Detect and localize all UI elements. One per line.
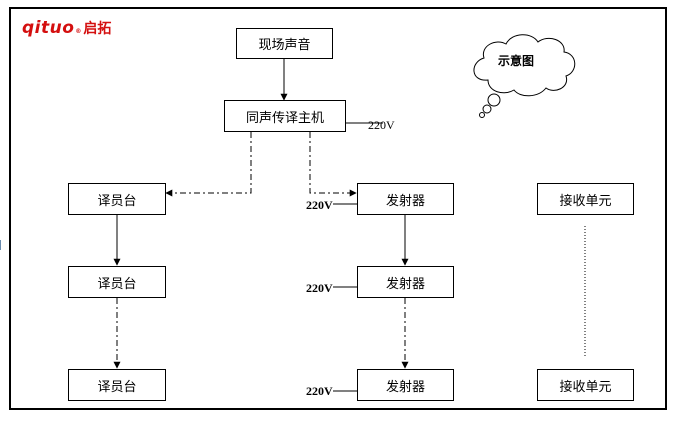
logo-text-en: qituo: [22, 18, 75, 38]
transmitter-3-power-label: 220V: [306, 384, 333, 398]
node-transmitter-3: 发射器: [357, 369, 454, 401]
host-power-label: 220V: [368, 118, 395, 132]
node-receiver-2: 接收单元: [537, 369, 634, 401]
node-interpreter-3: 译员台: [68, 369, 166, 401]
cloud-label: 示意图: [498, 54, 535, 68]
qituo-logo: qituo ® 启拓: [22, 18, 111, 38]
node-receiver-1: 接收单元: [537, 183, 634, 215]
node-host: 同声传译主机: [224, 100, 346, 132]
node-transmitter-1: 发射器: [357, 183, 454, 215]
transmitter-1-power-label: 220V: [306, 198, 333, 212]
node-transmitter-2: 发射器: [357, 266, 454, 298]
node-source: 现场声音: [236, 28, 333, 59]
edge-marker: [0, 240, 4, 250]
logo-text-cn: 启拓: [83, 21, 112, 37]
link-host-transmitter-1: [309, 132, 357, 197]
node-interpreter-1: 译员台: [68, 183, 166, 215]
diagram-frame: [9, 7, 667, 410]
node-interpreter-2: 译员台: [68, 266, 166, 298]
logo-registered-mark: ®: [75, 28, 82, 35]
link-host-interpreter-1: [165, 132, 252, 197]
transmitter-2-power-label: 220V: [306, 281, 333, 295]
thought-cloud-icon: [473, 34, 576, 118]
